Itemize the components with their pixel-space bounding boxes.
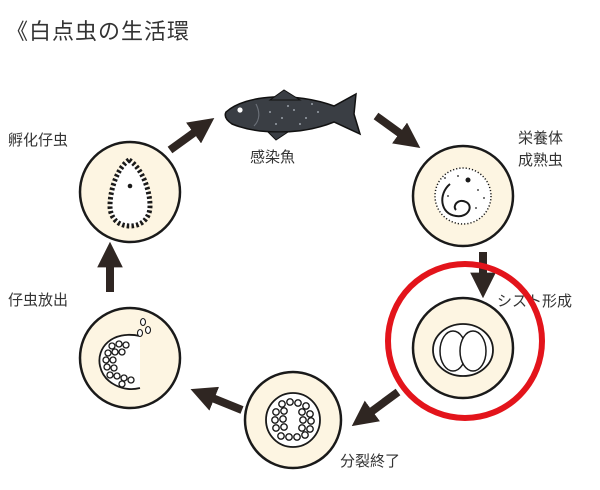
diagram-title: 《白点虫の生活環 <box>6 20 191 45</box>
theront-icon <box>78 140 182 244</box>
highlight-circle <box>385 261 545 421</box>
label-division-complete: 分裂終了 <box>340 452 401 470</box>
label-trophont-line2: 成熟虫 <box>518 151 564 169</box>
label-theront-release: 仔虫放出 <box>8 291 69 309</box>
arrow-division-to-release <box>190 386 244 414</box>
label-cyst-formation: シスト形成 <box>497 292 573 310</box>
trophont-cell-icon <box>411 144 515 248</box>
releasing-cyst-icon <box>78 306 182 410</box>
label-trophont-line1: 栄養体 <box>518 129 564 147</box>
label-hatched-theront: 孵化仔虫 <box>8 131 69 149</box>
label-infected-fish: 感染魚 <box>250 148 296 166</box>
arrow-fish-to-trophont <box>373 112 421 148</box>
fish-icon <box>224 89 362 141</box>
cyst-icon <box>411 296 515 400</box>
arrow-cyst-to-division <box>351 388 401 427</box>
dividing-cyst-icon <box>243 370 343 470</box>
arrow-hatch-to-fish <box>167 118 215 154</box>
